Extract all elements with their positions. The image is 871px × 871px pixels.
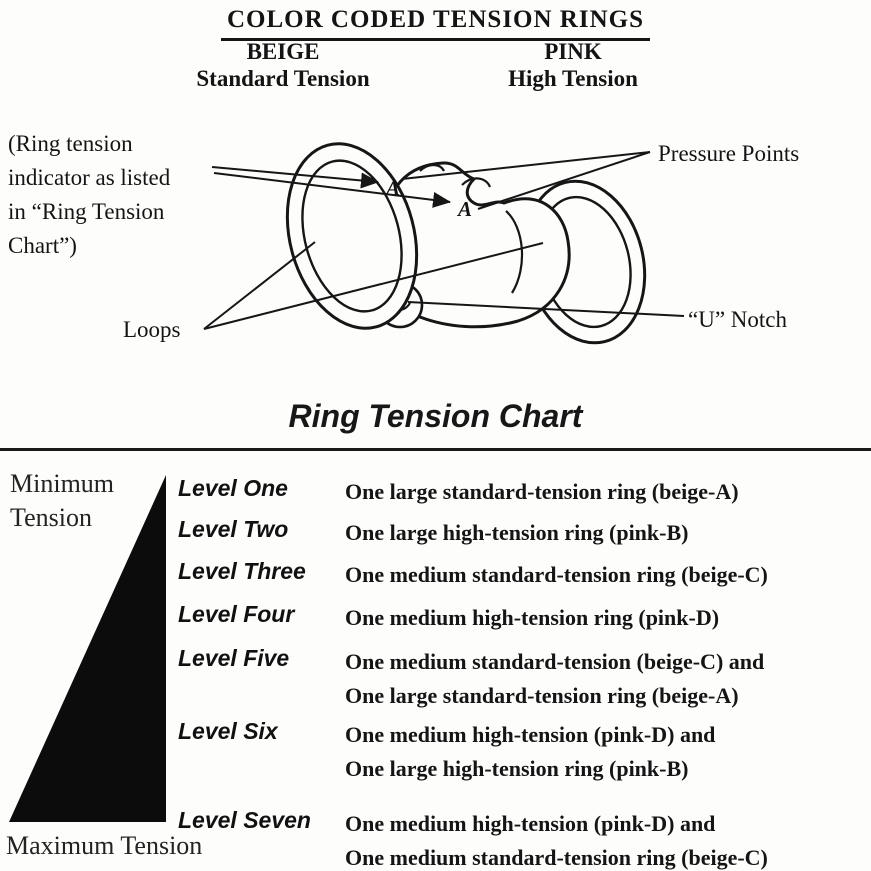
loops-label: Loops	[123, 317, 181, 342]
indicator-leader-arrows	[211, 166, 451, 208]
description-line: One large high-tension ring (pink-B)	[345, 756, 689, 781]
minimum-label-line: Tension	[10, 503, 92, 532]
note-line: in “Ring Tension	[8, 199, 165, 224]
tension-rings-diagram: A A (Ring tension indicator as listed in…	[0, 115, 871, 365]
beige-tension-label: Standard Tension	[196, 66, 370, 91]
level-five-description: One medium standard-tension (beige-C) an…	[345, 645, 764, 713]
tension-rings-illustration: A A	[203, 142, 685, 345]
loops-leader-lines	[203, 241, 544, 330]
level-three-label: Level Three	[178, 558, 306, 584]
pressure-points-leader-lines	[401, 151, 651, 210]
level-seven-label: Level Seven	[178, 807, 311, 833]
tension-indicator-marker-a1: A	[384, 176, 400, 200]
level-four-label: Level Four	[178, 601, 295, 627]
level-six-description: One medium high-tension (pink-D) and One…	[345, 718, 715, 786]
note-line: (Ring tension	[8, 131, 133, 156]
pink-color-name: PINK	[544, 39, 602, 64]
ring-body	[383, 161, 571, 329]
description-line: One large high-tension ring (pink-B)	[345, 520, 689, 545]
level-one-label: Level One	[178, 475, 288, 501]
level-six-label: Level Six	[178, 718, 278, 744]
ring-tension-chart: Minimum Tension Maximum Tension Level On…	[0, 455, 871, 871]
description-line: One medium high-tension (pink-D) and	[345, 722, 716, 747]
note-line: indicator as listed	[8, 165, 171, 190]
section-divider-line	[0, 448, 871, 451]
description-line: One large standard-tension ring (beige-A…	[345, 683, 739, 708]
page-title-text: COLOR CODED TENSION RINGS	[221, 6, 650, 41]
level-three-description: One medium standard-tension ring (beige-…	[345, 558, 768, 592]
description-line: One large standard-tension ring (beige-A…	[345, 479, 739, 504]
ring-tension-indicator-note: (Ring tension indicator as listed in “Ri…	[8, 127, 170, 263]
level-seven-description: One medium high-tension (pink-D) and One…	[345, 807, 768, 871]
description-line: One medium standard-tension ring (beige-…	[345, 562, 768, 587]
pink-ring-legend: PINK High Tension	[438, 38, 708, 92]
level-two-label: Level Two	[178, 516, 289, 542]
tension-indicator-marker-a2: A	[456, 197, 472, 221]
maximum-tension-label: Maximum Tension	[6, 831, 203, 860]
beige-color-name: BEIGE	[246, 39, 320, 64]
description-line: One medium high-tension ring (pink-D)	[345, 605, 720, 630]
pressure-points-label: Pressure Points	[658, 141, 800, 166]
level-four-description: One medium high-tension ring (pink-D)	[345, 601, 719, 635]
ring-tension-chart-title: Ring Tension Chart	[288, 398, 583, 434]
level-one-description: One large standard-tension ring (beige-A…	[345, 475, 739, 509]
minimum-label-line: Minimum	[10, 469, 115, 498]
description-line: One medium standard-tension (beige-C) an…	[345, 649, 765, 674]
level-five-label: Level Five	[178, 645, 290, 671]
note-line: Chart”)	[8, 233, 77, 258]
beige-ring-legend: BEIGE Standard Tension	[148, 38, 418, 92]
level-two-description: One large high-tension ring (pink-B)	[345, 516, 688, 550]
pink-tension-label: High Tension	[508, 66, 638, 91]
description-line: One medium high-tension (pink-D) and	[345, 811, 716, 836]
u-notch-label: “U” Notch	[688, 307, 787, 332]
left-ring-loop	[285, 142, 419, 330]
page-title: COLOR CODED TENSION RINGS	[0, 6, 871, 41]
description-line: One medium standard-tension ring (beige-…	[345, 845, 768, 870]
u-notch-leader-line	[407, 301, 685, 317]
minimum-tension-label: Minimum Tension	[10, 467, 114, 535]
